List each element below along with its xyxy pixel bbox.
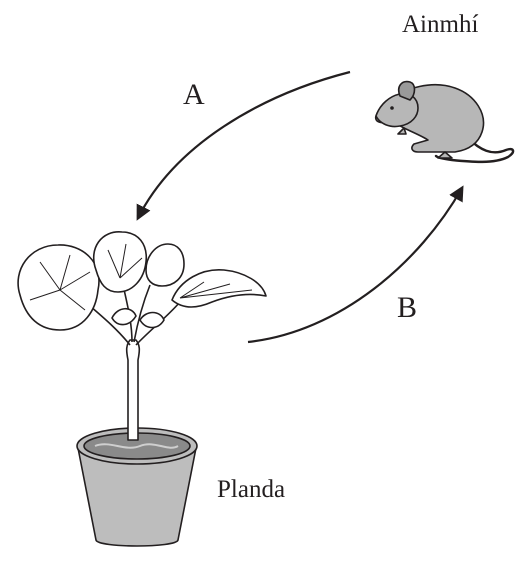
arrow-b (248, 188, 462, 342)
animal-label: Ainmhí (402, 12, 478, 37)
arrow-a-label: A (183, 80, 205, 110)
plant-label: Planda (217, 477, 285, 502)
mouse-icon (376, 82, 513, 162)
arrow-a (138, 72, 350, 218)
arrow-b-label: B (397, 293, 417, 323)
